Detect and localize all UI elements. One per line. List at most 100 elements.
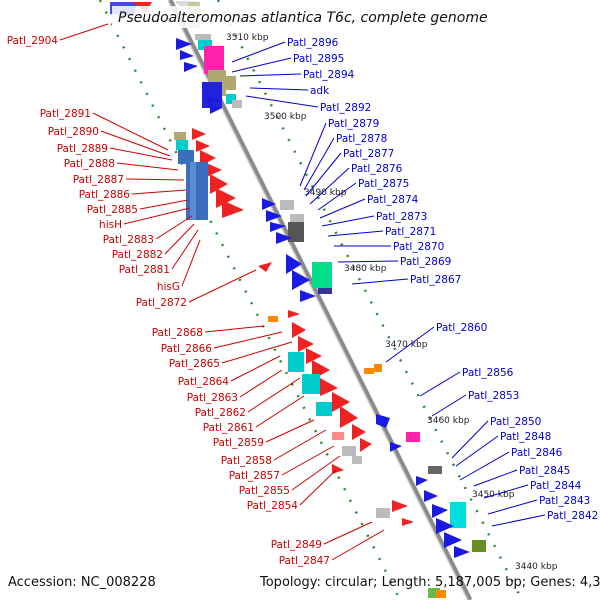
gene-label-patl_2864-leader <box>230 355 281 382</box>
gene-label-patl_2878[interactable]: Patl_2878 <box>336 133 387 145</box>
kbp-tick-3470: 3470 kbp <box>385 340 428 350</box>
gene-label-patl_2863[interactable]: Patl_2863 <box>187 392 238 404</box>
gene-label-patl_2883[interactable]: Patl_2883 <box>103 234 154 246</box>
gene-label-patl_2850-leader <box>451 420 489 459</box>
gene-cluster-2850-2860 <box>364 364 420 452</box>
gene-label-patl_2849-leader <box>323 521 373 545</box>
gene-label-patl_2895[interactable]: Patl_2895 <box>293 53 344 65</box>
gene-label-patl_2862-leader <box>247 377 301 413</box>
gene-label-patl_2854-leader <box>299 469 337 506</box>
gene-label-patl_2853[interactable]: Patl_2853 <box>468 390 519 402</box>
guide-line-left <box>98 0 402 600</box>
gene-label-patl_2886-leader <box>131 189 187 195</box>
gene-label-patl_2861[interactable]: Patl_2861 <box>203 422 254 434</box>
gene-label-adk[interactable]: adk <box>310 85 330 97</box>
gene-label-adk-leader <box>249 87 309 91</box>
gene-label-patl_2888-leader <box>116 162 179 171</box>
gene-label-patl_2869[interactable]: Patl_2869 <box>400 256 451 268</box>
gene-label-hisg[interactable]: hisG <box>157 281 180 293</box>
gene-label-patl_2881[interactable]: Patl_2881 <box>119 264 170 276</box>
gene-cluster-2867-2879 <box>262 198 332 302</box>
gene-label-patl_2879[interactable]: Patl_2879 <box>328 118 379 130</box>
gene-label-patl_2872[interactable]: Patl_2872 <box>136 297 187 309</box>
gene-label-patl_2843[interactable]: Patl_2843 <box>539 495 590 507</box>
gene-label-patl_2845-leader <box>473 469 518 487</box>
gene-label-patl_2846[interactable]: Patl_2846 <box>511 447 563 459</box>
gene-label-patl_2845[interactable]: Patl_2845 <box>519 465 570 477</box>
gene-label-patl_2872-leader <box>188 269 257 303</box>
gene-label-patl_2847[interactable]: Patl_2847 <box>279 555 330 567</box>
gene-label-patl_2892-leader <box>245 95 319 108</box>
gene-label-patl_2854[interactable]: Patl_2854 <box>247 500 299 512</box>
gene-label-patl_2862[interactable]: Patl_2862 <box>195 407 246 419</box>
gene-label-patl_2873-leader <box>321 215 375 227</box>
gene-label-patl_2866[interactable]: Patl_2866 <box>161 343 213 355</box>
gene-label-patl_2886[interactable]: Patl_2886 <box>79 189 131 201</box>
gene-label-patl_2882[interactable]: Patl_2882 <box>112 249 163 261</box>
gene-label-patl_2864[interactable]: Patl_2864 <box>178 376 230 388</box>
gene-label-patl_2867-leader <box>351 278 409 285</box>
ruler-line <box>216 0 524 600</box>
gene-label-patl_2858[interactable]: Patl_2858 <box>221 455 272 467</box>
kbp-tick-3480: 3480 kbp <box>344 264 387 274</box>
gene-label-patl_2868[interactable]: Patl_2868 <box>152 327 203 339</box>
gene-label-patl_2849[interactable]: Patl_2849 <box>271 539 322 551</box>
gene-label-patl_2888[interactable]: Patl_2888 <box>64 158 115 170</box>
gene-label-patl_2848[interactable]: Patl_2848 <box>500 431 551 443</box>
gene-label-patl_2877[interactable]: Patl_2877 <box>343 148 394 160</box>
gene-label-patl_2883-leader <box>155 215 193 240</box>
gene-label-hisg-leader <box>181 239 201 287</box>
gene-label-patl_2878-leader <box>303 137 335 191</box>
gene-label-patl_2857[interactable]: Patl_2857 <box>229 470 280 482</box>
gene-label-patl_2859-leader <box>265 419 315 443</box>
gene-label-patl_2895-leader <box>231 57 292 73</box>
gene-label-patl_2850[interactable]: Patl_2850 <box>490 416 541 428</box>
kbp-tick-3510: 3510 kbp <box>226 33 269 43</box>
gene-label-patl_2875[interactable]: Patl_2875 <box>358 178 409 190</box>
gene-label-patl_2856[interactable]: Patl_2856 <box>462 367 514 379</box>
gene-label-patl_2855[interactable]: Patl_2855 <box>239 485 290 497</box>
gene-label-patl_2890[interactable]: Patl_2890 <box>48 126 99 138</box>
gene-label-hish-leader <box>123 207 191 225</box>
gene-label-patl_2858-leader <box>273 429 327 461</box>
gene-label-patl_2869-leader <box>337 260 399 263</box>
gene-label-patl_2871[interactable]: Patl_2871 <box>385 226 436 238</box>
gene-label-patl_2885-leader <box>139 199 189 210</box>
gene-label-patl_2847-leader <box>331 529 385 561</box>
gene-label-patl_2865-leader <box>221 341 293 364</box>
gene-label-patl_2846-leader <box>459 451 510 481</box>
gene-label-patl_2855-leader <box>291 455 341 491</box>
gene-label-patl_2867[interactable]: Patl_2867 <box>410 274 461 286</box>
gene-label-patl_2889[interactable]: Patl_2889 <box>57 143 108 155</box>
gene-label-patl_2870[interactable]: Patl_2870 <box>393 241 444 253</box>
gene-label-patl_2904[interactable]: Patl_2904 <box>7 35 59 47</box>
gene-label-patl_2871-leader <box>327 230 384 237</box>
gene-label-patl_2842-leader <box>491 514 546 527</box>
gene-label-patl_2894[interactable]: Patl_2894 <box>303 69 355 81</box>
gene-label-patl_2904-leader <box>59 23 109 41</box>
gene-label-hish[interactable]: hisH <box>99 219 122 231</box>
gene-label-patl_2848-leader <box>455 435 499 467</box>
gene-label-patl_2865[interactable]: Patl_2865 <box>169 358 220 370</box>
gene-label-patl_2896[interactable]: Patl_2896 <box>287 37 339 49</box>
gene-label-patl_2875-leader <box>317 182 357 211</box>
gene-label-patl_2882-leader <box>164 223 195 255</box>
gene-label-patl_2842[interactable]: Patl_2842 <box>547 510 598 522</box>
gene-label-patl_2876[interactable]: Patl_2876 <box>351 163 403 175</box>
gene-label-patl_2887[interactable]: Patl_2887 <box>73 174 124 186</box>
gene-label-patl_2844[interactable]: Patl_2844 <box>530 480 582 492</box>
gene-label-patl_2885[interactable]: Patl_2885 <box>87 204 138 216</box>
gene-label-patl_2859[interactable]: Patl_2859 <box>213 437 264 449</box>
gene-label-patl_2860[interactable]: Patl_2860 <box>436 322 487 334</box>
gene-label-patl_2873[interactable]: Patl_2873 <box>376 211 427 223</box>
gene-label-patl_2890-leader <box>100 130 171 157</box>
gene-label-patl_2860-leader <box>385 326 435 363</box>
gene-label-patl_2891[interactable]: Patl_2891 <box>40 108 91 120</box>
gene-label-patl_2896-leader <box>231 41 286 63</box>
gene-cluster-2854-2868 <box>268 310 372 474</box>
gene-label-patl_2892[interactable]: Patl_2892 <box>320 102 371 114</box>
gene-label-patl_2874[interactable]: Patl_2874 <box>367 194 419 206</box>
gene-label-patl_2853-leader <box>431 394 467 417</box>
